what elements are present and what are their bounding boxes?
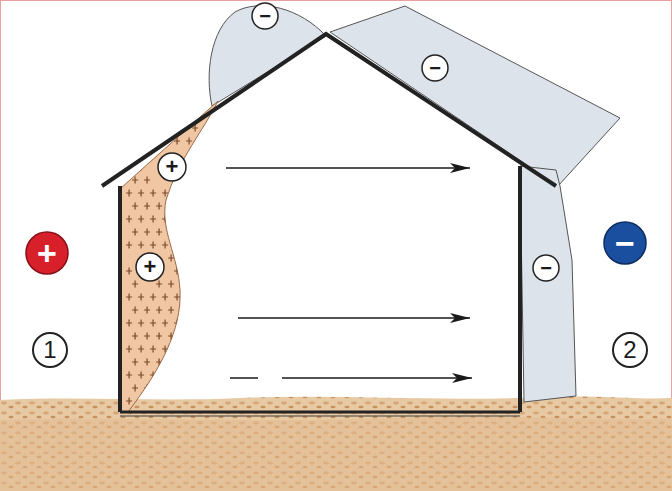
ground: [0, 397, 672, 491]
callout-number-text: 2: [623, 338, 636, 362]
charge-sign: −: [538, 257, 554, 279]
charge-sign: +: [164, 155, 181, 179]
charge-sign: +: [142, 255, 159, 279]
callout-circle: [613, 333, 647, 367]
charge-circle: [252, 3, 278, 29]
house-floor: [120, 411, 520, 414]
field-arrow: [226, 167, 470, 169]
house-roof: [102, 34, 556, 186]
charge-sign: −: [257, 5, 273, 27]
charge-sign-text: −: [540, 258, 552, 278]
negative-charge-region: [330, 6, 620, 186]
charge-sign-text: −: [259, 6, 271, 26]
negative-charge-symbol: [604, 222, 646, 264]
field-arrow: [238, 317, 470, 319]
charge-circle: [136, 253, 164, 281]
callout-number-text: 1: [43, 338, 56, 362]
callout-number: 2: [621, 337, 639, 363]
charge-sign-text: −: [429, 58, 441, 78]
charge-sign-text: +: [166, 156, 179, 178]
charge-circle: [158, 153, 186, 181]
positive-symbol-text: +: [37, 236, 57, 270]
negative-charge-region: [209, 6, 326, 106]
charge-sign: −: [427, 57, 443, 79]
charge-circle: [533, 255, 559, 281]
positive-charge-symbol: [26, 232, 68, 274]
negative-symbol: −: [613, 225, 637, 261]
callout-number: 1: [41, 337, 59, 363]
positive-symbol: +: [35, 235, 59, 271]
house-wall: [120, 166, 520, 412]
charge-circle: [422, 55, 448, 81]
negative-symbol-text: −: [615, 226, 635, 260]
callout-circle: [33, 333, 67, 367]
positive-charge-region: [121, 101, 218, 412]
negative-charge-region: [520, 166, 576, 402]
charge-sign-text: +: [144, 256, 157, 278]
field-arrow: [230, 377, 472, 379]
